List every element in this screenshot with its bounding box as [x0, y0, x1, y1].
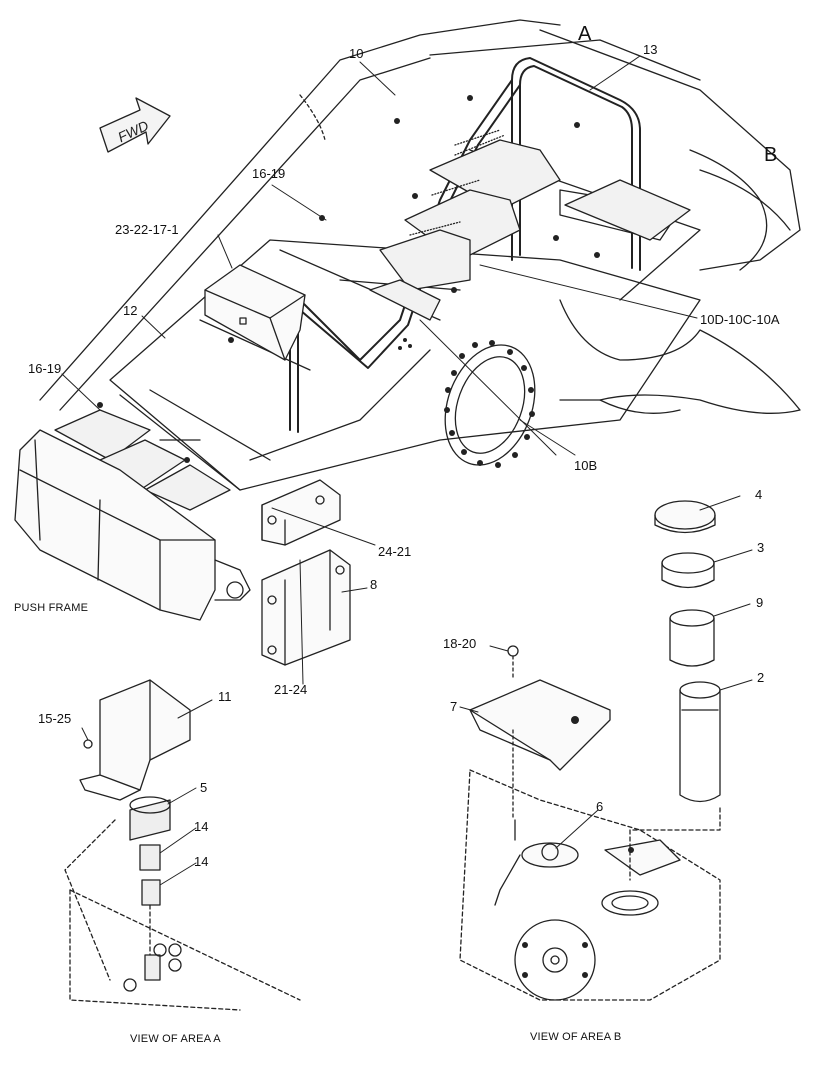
leader-lines	[61, 55, 753, 886]
callout-2: 2	[757, 670, 765, 685]
fastener-dots	[97, 95, 634, 978]
callout-14-lower: 14	[194, 854, 209, 869]
callout-area-a: A	[578, 23, 592, 45]
callout-23-22-17-1: 23-22-17-1	[115, 222, 179, 237]
view-area-a-caption: VIEW OF AREA A	[130, 1033, 221, 1045]
view-a-detail	[64, 679, 301, 1011]
push-frame	[14, 429, 251, 621]
callout-15-25: 15-25	[38, 711, 72, 726]
callout-6: 6	[596, 799, 604, 814]
callout-4: 4	[755, 487, 763, 502]
callout-7: 7	[450, 699, 458, 714]
callout-14-upper: 14	[194, 819, 209, 834]
front-deck-plates	[54, 409, 231, 511]
callout-area-b: B	[764, 144, 778, 166]
bracket-24-21	[261, 479, 341, 546]
callout-16-19-top: 16-19	[252, 166, 286, 181]
final-drive-bolt-circle	[444, 344, 536, 466]
callout-5: 5	[200, 780, 208, 795]
callout-10d-10c-10a: 10D-10C-10A	[700, 312, 780, 327]
callout-12: 12	[123, 303, 138, 318]
toolbox	[204, 264, 306, 361]
callout-8: 8	[370, 577, 378, 592]
view-b-detail	[459, 500, 721, 1001]
forward-arrow-icon: FWD	[99, 97, 171, 153]
callout-13: 13	[643, 42, 658, 57]
rear-deck-plate	[564, 179, 691, 241]
bracket-8	[261, 549, 351, 666]
steps	[369, 129, 561, 321]
callout-9: 9	[756, 595, 764, 610]
view-area-b-caption: VIEW OF AREA B	[530, 1031, 622, 1043]
bolt-circle-holes	[444, 340, 535, 468]
callout-11: 11	[218, 689, 232, 704]
callout-16-19-left: 16-19	[28, 361, 62, 376]
callout-18-20: 18-20	[443, 636, 477, 651]
callout-21-24: 21-24	[274, 682, 308, 697]
callout-10: 10	[349, 46, 364, 61]
push-frame-label: PUSH FRAME	[14, 602, 89, 614]
callout-24-21: 24-21	[378, 544, 412, 559]
callout-10b: 10B	[574, 458, 598, 473]
callout-3: 3	[757, 540, 765, 555]
